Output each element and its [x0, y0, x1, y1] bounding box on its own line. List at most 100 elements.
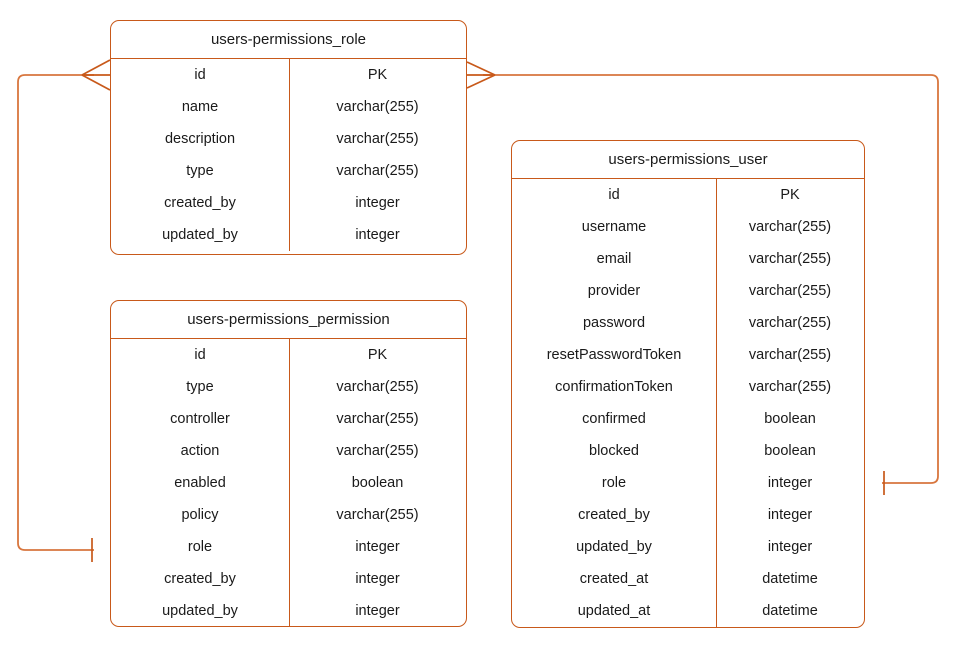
field-row[interactable]: enabled boolean — [111, 467, 466, 499]
field-row[interactable]: created_by integer — [111, 187, 466, 219]
field-type: integer — [767, 475, 813, 491]
field-name: id — [608, 187, 620, 203]
field-name: updated_at — [577, 603, 651, 619]
field-name: updated_by — [162, 603, 238, 619]
field-type: integer — [767, 507, 813, 523]
field-name: blocked — [589, 443, 639, 459]
crowsfoot-many-role-left — [81, 59, 111, 91]
field-name: updated_by — [576, 539, 652, 555]
entity-fields-role: id PK name varchar(255) description varchar(2… — [111, 59, 466, 251]
field-row[interactable]: updated_at datetime — [512, 595, 864, 627]
field-type: varchar(255) — [748, 283, 832, 299]
field-type: integer — [355, 539, 400, 555]
relationship-role-to-permission — [17, 59, 111, 562]
field-row[interactable]: id PK — [111, 339, 466, 371]
field-type: integer — [355, 195, 400, 211]
field-row[interactable]: policy varchar(255) — [111, 499, 466, 531]
field-name: resetPasswordToken — [546, 347, 682, 363]
field-row[interactable]: role integer — [512, 467, 864, 499]
field-type: datetime — [762, 603, 818, 619]
field-row[interactable]: action varchar(255) — [111, 435, 466, 467]
field-row[interactable]: type varchar(255) — [111, 155, 466, 187]
field-row[interactable]: created_by integer — [111, 563, 466, 595]
field-type: varchar(255) — [336, 443, 419, 459]
field-name: created_by — [164, 195, 236, 211]
field-name: created_by — [164, 571, 236, 587]
entity-column-divider-role — [289, 59, 290, 251]
entity-column-divider-user — [716, 179, 717, 627]
field-row[interactable]: description varchar(255) — [111, 123, 466, 155]
field-type: varchar(255) — [748, 347, 832, 363]
field-row[interactable]: controller varchar(255) — [111, 403, 466, 435]
field-name: created_at — [579, 571, 649, 587]
field-type: boolean — [764, 411, 816, 427]
field-row[interactable]: created_by integer — [512, 499, 864, 531]
field-name: role — [187, 539, 213, 555]
field-type: varchar(255) — [336, 507, 419, 523]
field-row[interactable]: username varchar(255) — [512, 211, 864, 243]
field-name: enabled — [174, 475, 226, 491]
field-type: varchar(255) — [748, 219, 832, 235]
field-name: updated_by — [162, 227, 238, 243]
crowsfoot-many-role-right — [466, 61, 496, 89]
field-row[interactable]: resetPasswordToken varchar(255) — [512, 339, 864, 371]
field-type: varchar(255) — [336, 131, 419, 147]
field-name: id — [194, 347, 206, 363]
field-type: boolean — [351, 475, 404, 491]
field-row[interactable]: password varchar(255) — [512, 307, 864, 339]
field-type: varchar(255) — [748, 315, 832, 331]
field-type: integer — [355, 571, 400, 587]
field-name: email — [596, 251, 632, 267]
field-type: varchar(255) — [748, 379, 832, 395]
field-type: varchar(255) — [336, 379, 419, 395]
field-type: PK — [780, 187, 800, 203]
field-type: integer — [767, 539, 813, 555]
field-name: action — [180, 443, 220, 459]
field-row[interactable]: email varchar(255) — [512, 243, 864, 275]
entity-title-permission: users-permissions_permission — [111, 301, 466, 339]
field-name: created_by — [578, 507, 650, 523]
field-row[interactable]: name varchar(255) — [111, 91, 466, 123]
field-row[interactable]: updated_by integer — [512, 531, 864, 563]
entity-column-divider-permission — [289, 339, 290, 626]
field-name: role — [601, 475, 627, 491]
entity-title-user: users-permissions_user — [512, 141, 864, 179]
field-type: integer — [355, 227, 400, 243]
field-type: integer — [355, 603, 400, 619]
field-row[interactable]: role integer — [111, 531, 466, 563]
field-name: name — [181, 99, 219, 115]
field-name: username — [581, 219, 647, 235]
field-name: controller — [170, 411, 230, 427]
field-type: varchar(255) — [336, 411, 419, 427]
field-type: varchar(255) — [336, 163, 419, 179]
field-name: password — [582, 315, 646, 331]
field-row[interactable]: confirmationToken varchar(255) — [512, 371, 864, 403]
field-row[interactable]: created_at datetime — [512, 563, 864, 595]
field-name: id — [194, 67, 206, 83]
entity-fields-user: id PK username varchar(255) email varchar(255… — [512, 179, 864, 627]
field-type: datetime — [762, 571, 818, 587]
entity-title-role: users-permissions_role — [111, 21, 466, 59]
field-row[interactable]: updated_by integer — [111, 595, 466, 626]
field-type: PK — [367, 347, 388, 363]
field-name: type — [186, 163, 214, 179]
field-name: description — [164, 131, 236, 147]
field-name: policy — [181, 507, 219, 523]
field-row[interactable]: provider varchar(255) — [512, 275, 864, 307]
field-row[interactable]: id PK — [111, 59, 466, 91]
field-type: varchar(255) — [336, 99, 419, 115]
field-name: provider — [587, 283, 641, 299]
field-type: PK — [367, 67, 388, 83]
field-row[interactable]: id PK — [512, 179, 864, 211]
field-type: varchar(255) — [748, 251, 832, 267]
field-row[interactable]: updated_by integer — [111, 219, 466, 251]
field-name: confirmationToken — [555, 379, 673, 395]
